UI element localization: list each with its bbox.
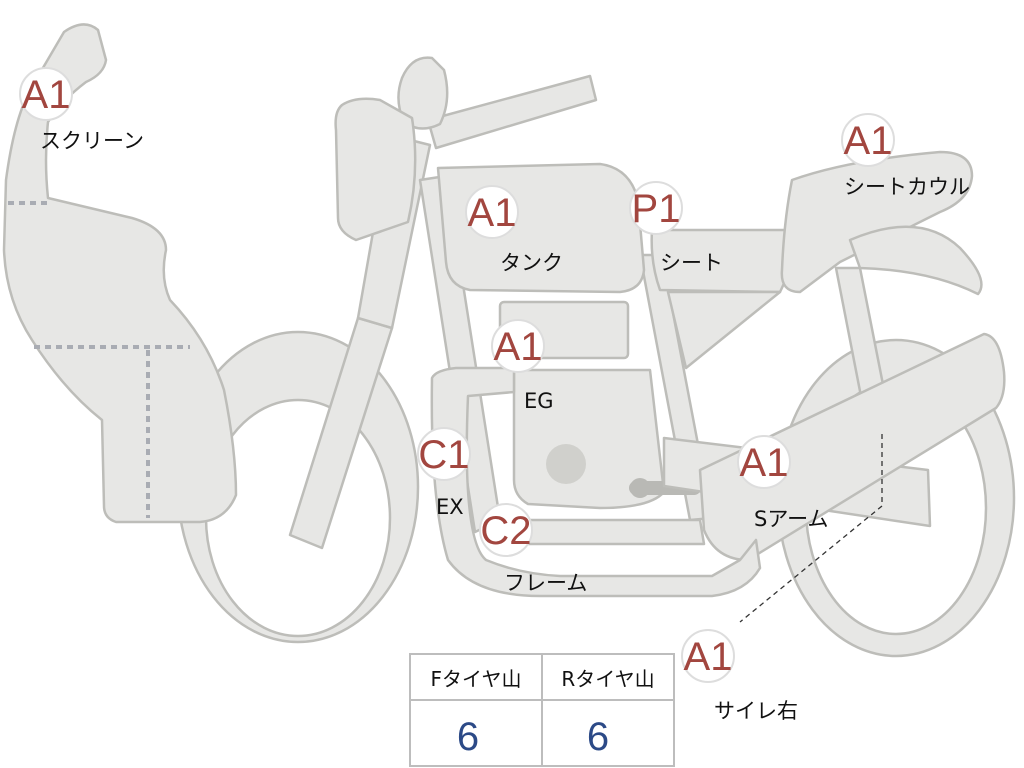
frame-top-tube: [426, 74, 598, 150]
grade-seat-cowl: A1: [844, 119, 893, 163]
badge-engine: A1 EG: [491, 319, 554, 413]
muffler-leader-line: [739, 434, 883, 623]
badge-circle: [681, 629, 735, 683]
badge-muffler-right: A1 サイレ右: [681, 629, 798, 723]
front-tire-header: Fタイヤ山: [431, 667, 522, 691]
rear-tire-header: Rタイヤ山: [561, 667, 654, 691]
label-frame: フレーム: [504, 571, 587, 595]
label-exhaust: EX: [436, 495, 464, 519]
label-seat-cowl: シートカウル: [844, 175, 970, 199]
rear-tire-value: 6: [587, 715, 609, 759]
label-seat: シート: [660, 251, 723, 275]
badge-circle: [479, 503, 533, 557]
label-muffler-right: サイレ右: [714, 699, 798, 723]
badge-screen: A1 スクリーン: [19, 67, 144, 153]
grade-engine: A1: [494, 325, 543, 369]
grade-tank: A1: [468, 191, 517, 235]
grade-muffler-right: A1: [684, 635, 733, 679]
badge-tank: A1 タンク: [465, 185, 563, 275]
muffler: [698, 332, 1006, 562]
tire-tread-table: Fタイヤ山 Rタイヤ山 6 6: [409, 653, 675, 767]
grade-swingarm: A1: [740, 441, 789, 485]
grade-seat: P1: [632, 187, 681, 231]
grade-screen: A1: [22, 73, 71, 117]
badge-circle: [737, 435, 791, 489]
grade-exhaust: C1: [418, 433, 469, 477]
badge-circle: [417, 427, 471, 481]
side-cover: [666, 290, 782, 370]
badge-exhaust: C1 EX: [417, 427, 471, 519]
label-swingarm: Sアーム: [754, 507, 828, 531]
badge-seat-cowl: A1 シートカウル: [841, 113, 970, 199]
grade-frame: C2: [480, 509, 531, 553]
engine-cover: [546, 444, 586, 484]
label-engine: EG: [524, 389, 554, 413]
badge-circle: [841, 113, 895, 167]
headlight: [334, 97, 417, 242]
badge-circle: [491, 319, 545, 373]
exhaust-pipe: [430, 366, 762, 598]
badge-circle: [19, 67, 73, 121]
footpeg-knob-left: [630, 478, 650, 498]
badge-swingarm: A1 Sアーム: [737, 435, 828, 531]
label-tank: タンク: [500, 251, 563, 275]
rear-fender: [848, 225, 983, 296]
badge-seat: P1 シート: [629, 181, 723, 275]
badge-frame: C2 フレーム: [479, 503, 587, 595]
badge-circle: [629, 181, 683, 235]
label-screen: スクリーン: [40, 129, 144, 153]
badge-circle: [465, 185, 519, 239]
front-tire-value: 6: [457, 715, 479, 759]
